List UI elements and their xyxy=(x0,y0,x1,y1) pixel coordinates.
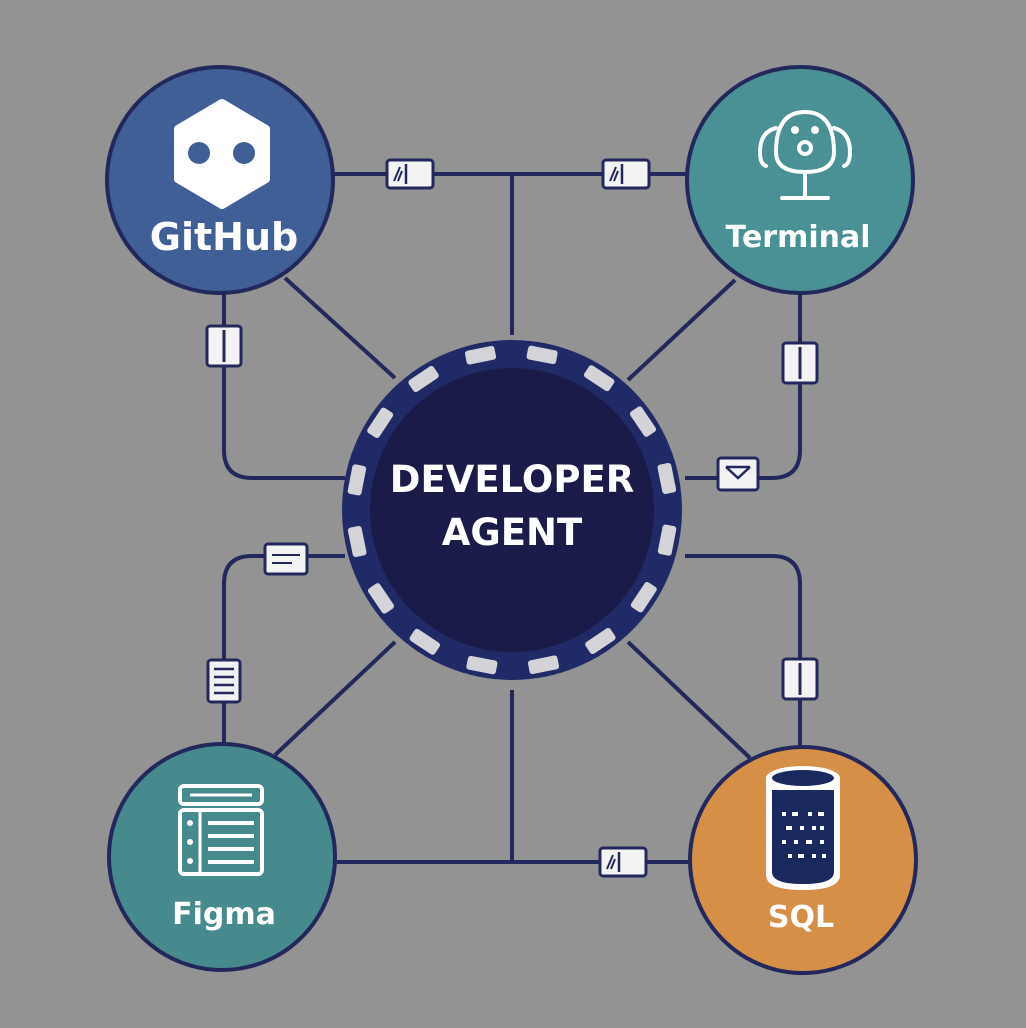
figma-circle xyxy=(107,742,337,972)
gear-tooth xyxy=(367,407,394,439)
hub-gear-teeth xyxy=(347,345,677,675)
gear-tooth xyxy=(585,627,616,655)
envelope-icon xyxy=(725,465,751,480)
connector-chips xyxy=(205,158,819,878)
hub-core xyxy=(370,368,654,652)
list-icon xyxy=(214,667,234,695)
line-figma-hub xyxy=(273,640,397,757)
connector-right-lower xyxy=(781,657,819,701)
line-right-elbow xyxy=(685,295,802,480)
line-github-hub xyxy=(283,276,397,380)
gear-tooth xyxy=(464,345,497,365)
figma-node[interactable]: Figma xyxy=(107,742,337,972)
connector-left-lower xyxy=(206,658,242,704)
connector-top-left xyxy=(385,158,435,190)
panel-icon xyxy=(606,854,616,870)
gear-tooth xyxy=(409,628,441,655)
connector-left-upper xyxy=(205,324,243,368)
gear-tooth xyxy=(526,345,558,365)
sql-node[interactable]: SQL xyxy=(688,745,918,975)
hub-title-line2: AGENT xyxy=(442,511,583,554)
panel-icon xyxy=(393,166,403,182)
github-hexagon-icon xyxy=(174,99,270,209)
sql-label: SQL xyxy=(768,900,834,935)
connector-right-upper xyxy=(781,341,819,385)
terminal-label: Terminal xyxy=(725,220,870,255)
gear-tooth xyxy=(657,462,677,495)
line-terminal-hub xyxy=(626,278,737,382)
robot-icon xyxy=(758,110,852,200)
gear-tooth xyxy=(657,524,677,556)
gear-tooth xyxy=(527,655,560,675)
connector-left-mid xyxy=(263,542,309,576)
gear-tooth xyxy=(583,365,615,392)
connection-lines xyxy=(222,172,802,864)
panel-icon xyxy=(609,166,619,182)
layout-list-icon xyxy=(178,784,264,876)
gear-tooth xyxy=(466,655,498,675)
gear-tooth xyxy=(367,583,395,614)
connector-right-mid xyxy=(716,456,760,492)
line-left-lower-elbow xyxy=(222,554,345,745)
line-sql-hub xyxy=(626,640,752,760)
github-label: GitHub xyxy=(150,215,298,259)
terminal-node[interactable]: Terminal xyxy=(685,65,915,295)
line-left-elbow xyxy=(222,288,345,480)
terminal-circle xyxy=(685,65,915,295)
hub-title-line1: DEVELOPER xyxy=(390,458,635,501)
panel-icon xyxy=(272,554,300,564)
line-right-lower-elbow xyxy=(685,554,802,745)
gear-tooth xyxy=(347,525,367,558)
github-node[interactable]: GitHub xyxy=(105,65,335,295)
gear-tooth xyxy=(629,406,657,437)
gear-tooth xyxy=(630,581,657,613)
database-icon xyxy=(766,766,840,890)
figma-label: Figma xyxy=(172,897,276,932)
developer-agent-hub[interactable]: DEVELOPER AGENT xyxy=(342,340,682,680)
connector-bottom xyxy=(598,846,648,878)
connector-top-right xyxy=(601,158,651,190)
gear-tooth xyxy=(347,464,367,496)
gear-tooth xyxy=(408,365,439,393)
